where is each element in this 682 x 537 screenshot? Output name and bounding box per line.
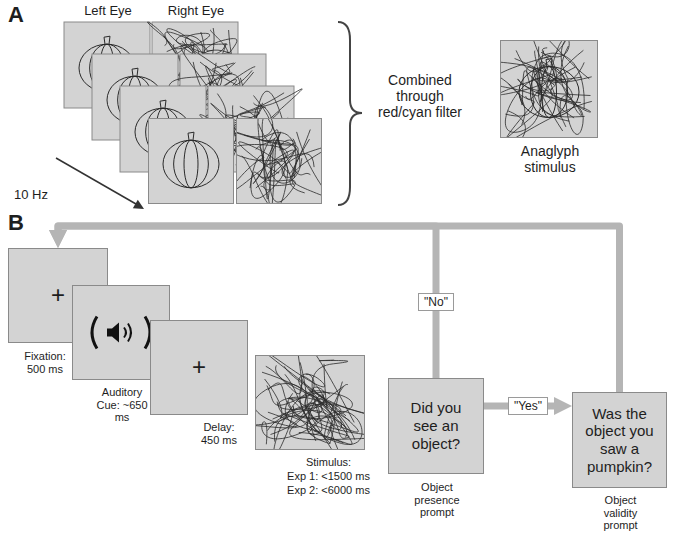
screen-caption: Auditory Cue: ~650 ms [96, 386, 148, 424]
noise-curve [242, 156, 288, 203]
arrow-head [49, 230, 67, 248]
panel-letter: A [8, 2, 24, 27]
noise-curve [237, 130, 298, 177]
screen-caption: Object presence prompt [409, 481, 465, 519]
sound-wave [124, 328, 126, 338]
pumpkin-rib [530, 67, 567, 118]
noise-curve [501, 47, 592, 138]
screen-text: + [51, 281, 65, 309]
validity-prompt: Was the object you saw a pumpkin?Object … [572, 392, 667, 488]
noise-curve [251, 124, 285, 198]
frame-art [256, 356, 364, 449]
noise-curve [276, 365, 364, 416]
screen-caption: Fixation: 500 ms [19, 350, 71, 375]
paren-left [92, 317, 97, 349]
frame-art [501, 41, 597, 137]
screen-text: Was the object you saw a pumpkin? [580, 405, 660, 476]
pumpkin-rib [174, 140, 209, 188]
noise-curve [268, 383, 353, 422]
stimulus-screen: Stimulus:Exp 1: <1500 msExp 2: <6000 ms [255, 355, 365, 450]
screen-caption: Stimulus: [281, 456, 376, 469]
screen-caption: Exp 1: <1500 ms [281, 470, 376, 483]
pumpkin-rib [163, 140, 219, 188]
anaglyph-frame: Anaglyph stimulus [500, 40, 598, 138]
noise-curve [250, 140, 296, 188]
pumpkin-rib [519, 67, 579, 118]
screen-caption: Right Eye [153, 4, 239, 19]
screen-caption: Object validity prompt [592, 494, 650, 532]
screen-caption: Delay: 450 ms [196, 421, 242, 446]
sound-wave [128, 324, 131, 342]
screen-caption: Anaglyph stimulus [501, 143, 599, 175]
noise-curve [516, 41, 568, 79]
noise-curve [261, 140, 294, 203]
noise-curve [239, 139, 310, 173]
screen-text: Did you see an object? [399, 399, 473, 452]
noise-curve [274, 391, 344, 449]
frame-art [149, 119, 233, 203]
left-eye-frame: Left Eye [148, 118, 234, 204]
pumpkin-stem [132, 68, 138, 76]
answer-label: "No" [418, 293, 454, 311]
presence-prompt: Did you see an object?Object presence pr… [388, 378, 484, 474]
arrow-head [49, 230, 67, 248]
pumpkin-rib [542, 67, 557, 118]
flow-connector [484, 397, 572, 415]
speaker-icon [107, 323, 119, 343]
filter-note: Combined through red/cyan filter [376, 72, 464, 120]
panel-letter: B [8, 210, 24, 235]
screen-text: + [192, 353, 206, 381]
noise-curve [262, 404, 320, 445]
noise-curve [532, 53, 584, 121]
arrow-head [554, 397, 572, 415]
bracket [338, 22, 362, 205]
noise-curve [267, 386, 313, 417]
rate-label: 10 Hz [14, 188, 48, 203]
time-arrow [56, 158, 136, 204]
right-eye-frame: Right Eye [236, 118, 322, 204]
time-arrow-head [133, 200, 144, 209]
screen-caption: Left Eye [65, 4, 151, 19]
pumpkin-rib [184, 140, 198, 188]
delay-screen: +Delay: 450 ms [150, 320, 248, 415]
screen-caption: Exp 2: <6000 ms [281, 484, 376, 497]
pumpkin-stem [104, 36, 110, 44]
answer-label: "Yes" [508, 397, 548, 415]
frame-art [237, 119, 321, 203]
noise-curve [266, 356, 354, 422]
pumpkin-stem [160, 100, 166, 108]
pumpkin-stem [188, 132, 194, 140]
pumpkin-stem [546, 59, 552, 67]
